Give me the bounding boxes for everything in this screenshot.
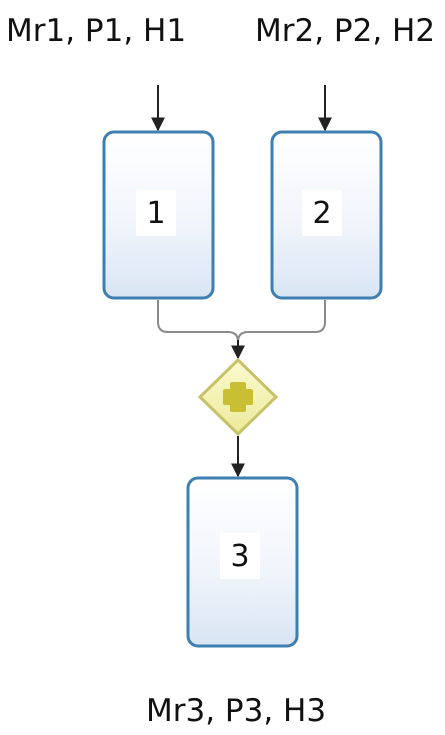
task2-input-label: Mr2, P2, H2 (255, 13, 436, 49)
task3-output-label: Mr3, P3, H3 (146, 693, 327, 729)
parallel-gateway[interactable] (197, 357, 279, 437)
task-1-number: 1 (136, 190, 176, 236)
connector-task1-gateway (157, 300, 239, 352)
task-3-number: 3 (220, 533, 260, 579)
plus-icon (223, 382, 253, 412)
task-2-number: 2 (302, 190, 342, 236)
task1-input-label: Mr1, P1, H1 (6, 13, 187, 49)
connector-task2-gateway (237, 300, 326, 343)
